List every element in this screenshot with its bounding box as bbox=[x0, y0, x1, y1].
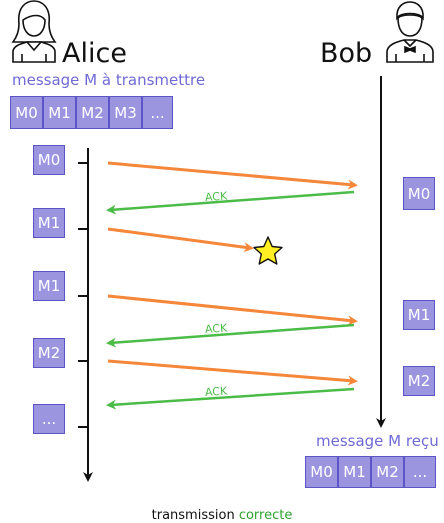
sent-block: M1 bbox=[33, 271, 65, 301]
sender-message-label: message M à transmettre bbox=[12, 71, 206, 89]
ack-arrow bbox=[106, 387, 355, 410]
ack-arrow bbox=[106, 323, 355, 348]
loss-star-icon bbox=[253, 236, 283, 265]
receiver-segment: ... bbox=[404, 456, 436, 488]
footer-prefix: transmission bbox=[151, 508, 235, 523]
ack-label: ACK bbox=[205, 384, 229, 399]
receiver-segment: M2 bbox=[371, 456, 404, 488]
received-block: M0 bbox=[403, 177, 435, 210]
lost-send-arrow bbox=[107, 227, 254, 253]
footer-caption: transmission correcte bbox=[0, 508, 444, 523]
sent-block: M1 bbox=[33, 208, 65, 238]
received-block: M2 bbox=[403, 366, 435, 396]
send-arrow bbox=[107, 359, 358, 386]
alice-avatar-icon bbox=[11, 0, 57, 63]
sender-segment: M0 bbox=[10, 96, 43, 129]
sender-segment: M3 bbox=[109, 96, 142, 129]
bob-avatar-icon bbox=[386, 1, 434, 63]
footer-highlight: correcte bbox=[238, 508, 293, 523]
sender-segment: M1 bbox=[43, 96, 76, 129]
send-arrow bbox=[107, 161, 358, 190]
received-block: M1 bbox=[403, 300, 435, 330]
sender-segment: M2 bbox=[76, 96, 109, 129]
ack-label: ACK bbox=[205, 189, 229, 204]
receiver-segment: M1 bbox=[338, 456, 371, 488]
send-arrow bbox=[107, 294, 358, 326]
ack-arrow bbox=[106, 190, 355, 215]
sent-block: M0 bbox=[33, 145, 65, 175]
receiver-segment: M0 bbox=[305, 456, 338, 488]
receiver-message-label: message M reçu bbox=[316, 432, 439, 450]
alice-name: Alice bbox=[62, 38, 127, 69]
sender-segment: ... bbox=[142, 96, 173, 129]
sent-block: M2 bbox=[33, 338, 65, 368]
ack-label: ACK bbox=[205, 321, 229, 336]
sent-block: ... bbox=[33, 404, 65, 434]
bob-name: Bob bbox=[320, 38, 373, 69]
